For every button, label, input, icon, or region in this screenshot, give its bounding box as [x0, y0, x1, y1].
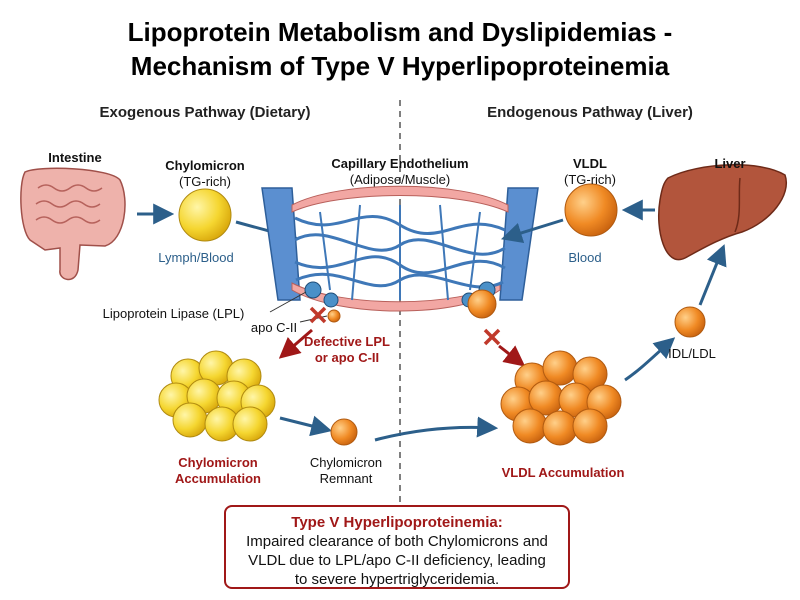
- blood-label: Blood: [568, 250, 602, 265]
- defective-label-line-1: Defective LPL: [304, 334, 390, 349]
- chylomicron-particle: [178, 188, 232, 242]
- apo-c2-label: apo C-II: [250, 320, 298, 335]
- lpl-pointer-line: [269, 291, 307, 313]
- vldl-to-capillary-arrow: [500, 218, 564, 244]
- chylomicron-accumulation-line-2: Accumulation: [175, 471, 261, 486]
- idl-ldl-label: IDL/LDL: [668, 346, 716, 361]
- summary-title: Type V Hyperlipoproteinemia:: [291, 514, 503, 531]
- title-line-1: Lipoprotein Metabolism and Dyslipidemias…: [127, 17, 673, 47]
- remnant-to-vldl-accum-arrow: [374, 416, 499, 442]
- chylomicron-remnant-line-1: Chylomicron: [309, 455, 383, 470]
- apo-c2-small-particle: [327, 309, 341, 323]
- endogenous-heading: Endogenous Pathway (Liver): [487, 104, 693, 121]
- summary-line-2: VLDL due to LPL/apo C-II deficiency, lea…: [248, 552, 546, 569]
- defect-cross-left: [309, 306, 327, 324]
- chylomicron-label: Chylomicron: [165, 158, 245, 173]
- idl-ldl-particle: [674, 306, 706, 338]
- defective-label-line-2: or apo C-II: [314, 350, 380, 365]
- idl-to-liver-arrow: [698, 244, 727, 306]
- capillary-label: Capillary Endothelium: [331, 156, 469, 171]
- intestine-label: Intestine: [48, 150, 102, 165]
- chylomicron-sublabel: (TG-rich): [179, 174, 231, 189]
- vldl-capillary-particle: [467, 289, 497, 319]
- capillary-sublabel: (Adipose/Muscle): [349, 172, 451, 187]
- lymph-blood-label: Lymph/Blood: [158, 250, 234, 265]
- liver-label: Liver: [714, 156, 746, 171]
- summary-box: Type V Hyperlipoproteinemia: Impaired cl…: [224, 505, 570, 589]
- cluster-to-remnant-arrow: [279, 415, 333, 437]
- defect-arrow-left: [278, 328, 313, 359]
- defect-arrow-right: [498, 344, 526, 367]
- vldl-particle: [564, 183, 618, 237]
- chylomicron-cluster: [158, 350, 276, 442]
- summary-line-3: to severe hypertriglyceridemia.: [294, 571, 500, 588]
- capillary-bed-icon: [261, 185, 539, 312]
- liver-icon: [658, 164, 788, 261]
- intestine-icon: [20, 167, 126, 281]
- vldl-label: VLDL: [573, 156, 607, 171]
- chylomicron-remnant-particle: [330, 418, 358, 446]
- vldl-accumulation-label: VLDL Accumulation: [501, 465, 625, 480]
- chylomicron-remnant-line-2: Remnant: [319, 471, 373, 486]
- vldl-cluster: [500, 350, 622, 446]
- exogenous-heading: Exogenous Pathway (Dietary): [99, 104, 311, 121]
- lpl-label: Lipoprotein Lipase (LPL): [102, 306, 245, 321]
- vldl-accum-to-idl-arrow: [624, 337, 676, 382]
- title-line-2: Mechanism of Type V Hyperlipoproteinemia: [130, 51, 670, 81]
- summary-line-1: Impaired clearance of both Chylomicrons …: [246, 533, 548, 550]
- vldl-sublabel: (TG-rich): [564, 172, 616, 187]
- chylomicron-accumulation-line-1: Chylomicron: [178, 455, 258, 470]
- defect-cross-right: [483, 328, 501, 346]
